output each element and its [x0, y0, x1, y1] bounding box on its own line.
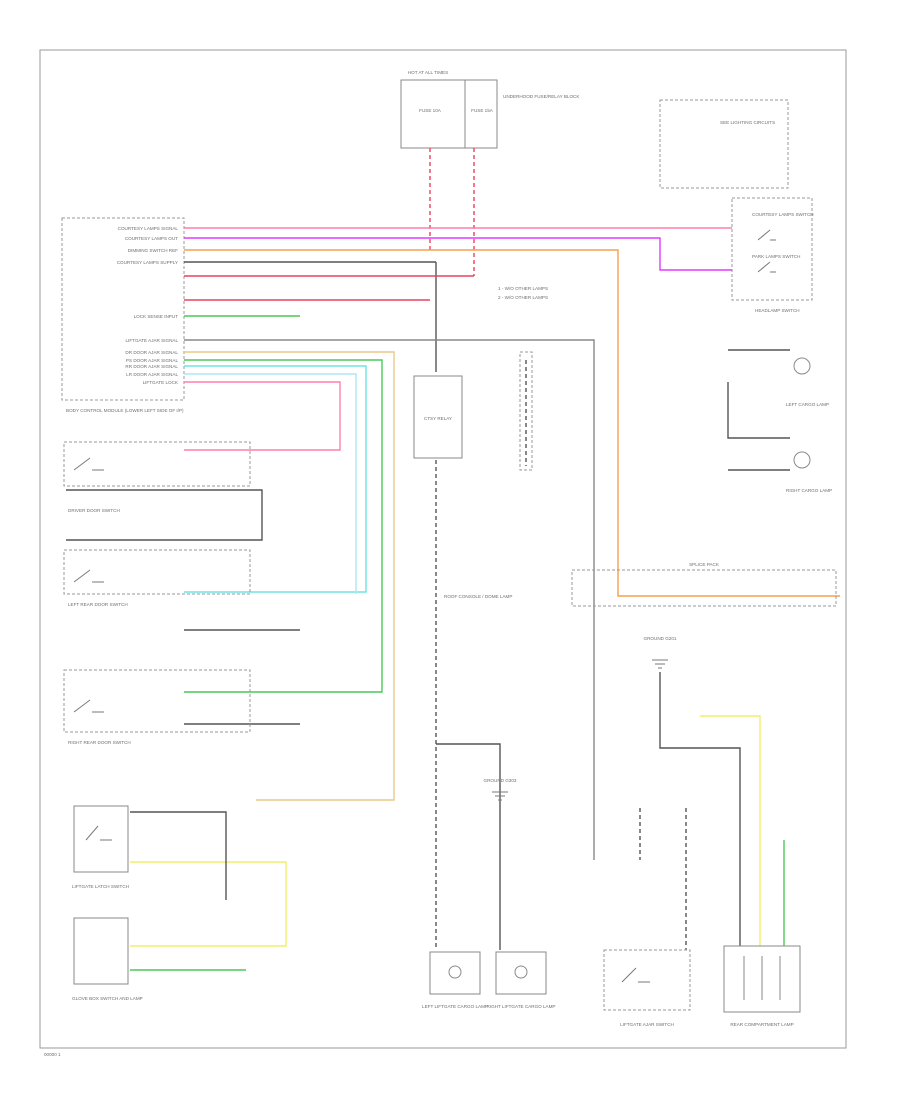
- headlamp-sw1-contact: [757, 229, 776, 241]
- right-cargo-lamp-box: [495, 951, 547, 995]
- fuse-block: [400, 79, 498, 149]
- fuse-a-label: FUSE 10A: [419, 108, 442, 113]
- bcm-pin-label: DR DOOR AJAR SIGNAL: [125, 350, 178, 355]
- bcm-pin-label: PS DOOR AJAR SIGNAL: [126, 358, 179, 363]
- ground-g2-label: GROUND G201: [644, 636, 677, 641]
- wire-right-courtesy-a: [727, 349, 790, 439]
- bcm-pin-label: LIFTGATE AJAR SIGNAL: [126, 338, 179, 343]
- headlamp-sw2-label: PARK LAMPS SWITCH: [752, 254, 800, 259]
- relay-label: CTSY RELAY: [424, 416, 452, 421]
- wire-pink-2: [184, 381, 341, 451]
- bcm-pin-label: DIMMING SWITCH REF: [128, 248, 178, 253]
- wire-cyan: [184, 365, 367, 593]
- bcm-pin-label: COURTESY LAMPS SIGNAL: [118, 226, 179, 231]
- left-courtesy-bulb: [793, 357, 811, 375]
- ds-door-box: [63, 441, 251, 487]
- left-courtesy-label: LEFT CARGO LAMP: [786, 402, 829, 407]
- wire-trunk-branch: [436, 743, 501, 950]
- wire-magenta: [184, 237, 732, 271]
- glovebox-label: GLOVE BOX SWITCH AND LAMP: [72, 996, 143, 1001]
- wire-dark-gray: [184, 339, 595, 860]
- legend-line-1: 1 - W/O OTHER LAMPS: [498, 286, 548, 291]
- left-cargo-lamp-label: LEFT LIFTGATE CARGO LAMP: [422, 1004, 488, 1009]
- fuse-b-label: FUSE 15A: [471, 108, 494, 113]
- fuse-block-label: UNDERHOOD FUSE/RELAY BLOCK: [503, 94, 580, 99]
- headlamp-switch-box: [731, 197, 813, 301]
- ds-door-label: DRIVER DOOR SWITCH: [68, 508, 120, 513]
- headlamp-switch-ref-box: [659, 99, 789, 189]
- rear-lamp-label: REAR COMPARTMENT LAMP: [730, 1022, 793, 1027]
- splice-pack-box: [571, 569, 837, 607]
- bcm-box: [61, 217, 185, 401]
- lr-door-switch: [73, 569, 104, 583]
- fuse-block-title: HOT AT ALL TIMES: [408, 70, 448, 75]
- wire-light-blue: [184, 373, 357, 594]
- ds-door-switch: [73, 457, 104, 471]
- ground-g1-symbol: [492, 791, 508, 801]
- bcm-pin-label: COURTESY LAMPS OUT: [125, 236, 178, 241]
- right-courtesy-label: RIGHT CARGO LAMP: [786, 488, 832, 493]
- footer-id: 00000 1: [44, 1052, 61, 1057]
- headlamp-sw2-contact: [757, 261, 776, 273]
- wire-rear-yellow: [700, 715, 761, 950]
- splice-pack-label: SPLICE PACK: [689, 562, 720, 567]
- left-cargo-lamp-bulb: [448, 965, 462, 979]
- right-courtesy-bulb: [793, 451, 811, 469]
- wire-liftgate-gray: [130, 811, 227, 900]
- dome-module-label: ROOF CONSOLE / DOME LAMP: [444, 594, 512, 599]
- wire-rear-gray: [659, 672, 741, 950]
- relay-box: [413, 375, 463, 459]
- liftgate-ajar-box: [603, 949, 691, 1011]
- right-cargo-lamp-label: RIGHT LIFTGATE CARGO LAMP: [487, 1004, 556, 1009]
- wire-tan: [184, 351, 395, 801]
- left-cargo-lamp-box: [429, 951, 481, 995]
- liftgate-module-switch: [85, 825, 112, 841]
- right-cargo-lamp-bulb: [514, 965, 528, 979]
- wire-liftgate-yellow: [130, 861, 287, 947]
- headlamp-sw1-label: COURTESY LAMPS SWITCH: [752, 212, 814, 217]
- bcm-pin-label: LR DOOR AJAR SIGNAL: [126, 372, 178, 377]
- rr-door-switch: [73, 699, 104, 713]
- bcm-label: BODY CONTROL MODULE (LOWER LEFT SIDE OF …: [66, 408, 184, 413]
- wire-ds-return: [66, 489, 263, 541]
- liftgate-ref-box: [63, 549, 251, 595]
- liftgate-switch-label: LEFT REAR DOOR SWITCH: [68, 602, 128, 607]
- diagram-frame: [39, 49, 847, 1049]
- liftgate-ajar-switch: [621, 967, 650, 983]
- rr-door-box: [63, 669, 251, 733]
- headlamp-switch-ref: SEE LIGHTING CIRCUITS: [720, 120, 775, 125]
- liftgate-ajar-label: LIFTGATE AJAR SWITCH: [620, 1022, 674, 1027]
- bcm-pin-label: RR DOOR AJAR SIGNAL: [125, 364, 178, 369]
- rr-door-label: RIGHT REAR DOOR SWITCH: [68, 740, 131, 745]
- ground-g1-label: GROUND G303: [484, 778, 517, 783]
- bcm-pin-list: COURTESY LAMPS SIGNAL COURTESY LAMPS OUT D…: [117, 226, 179, 385]
- liftgate-module-box: [73, 805, 129, 873]
- glovebox-box: [73, 917, 129, 985]
- bcm-pin-label: COURTESY LAMPS SUPPLY: [117, 260, 178, 265]
- bcm-pin-label: LOCK SENSE INPUT: [134, 314, 179, 319]
- bcm-pin-label: LIFTGATE LOCK: [143, 380, 179, 385]
- headlamp-switch-label: HEADLAMP SWITCH: [755, 308, 800, 313]
- wire-orange: [184, 249, 840, 597]
- legend-line-2: 2 - W/O OTHER LAMPS: [498, 295, 548, 300]
- dome-connector: [519, 351, 533, 471]
- wire-green-2: [184, 359, 383, 693]
- wire-ajar-gray: [639, 808, 687, 950]
- liftgate-latch-label: LIFTGATE LATCH SWITCH: [72, 884, 129, 889]
- ground-g2-symbol: [652, 659, 668, 669]
